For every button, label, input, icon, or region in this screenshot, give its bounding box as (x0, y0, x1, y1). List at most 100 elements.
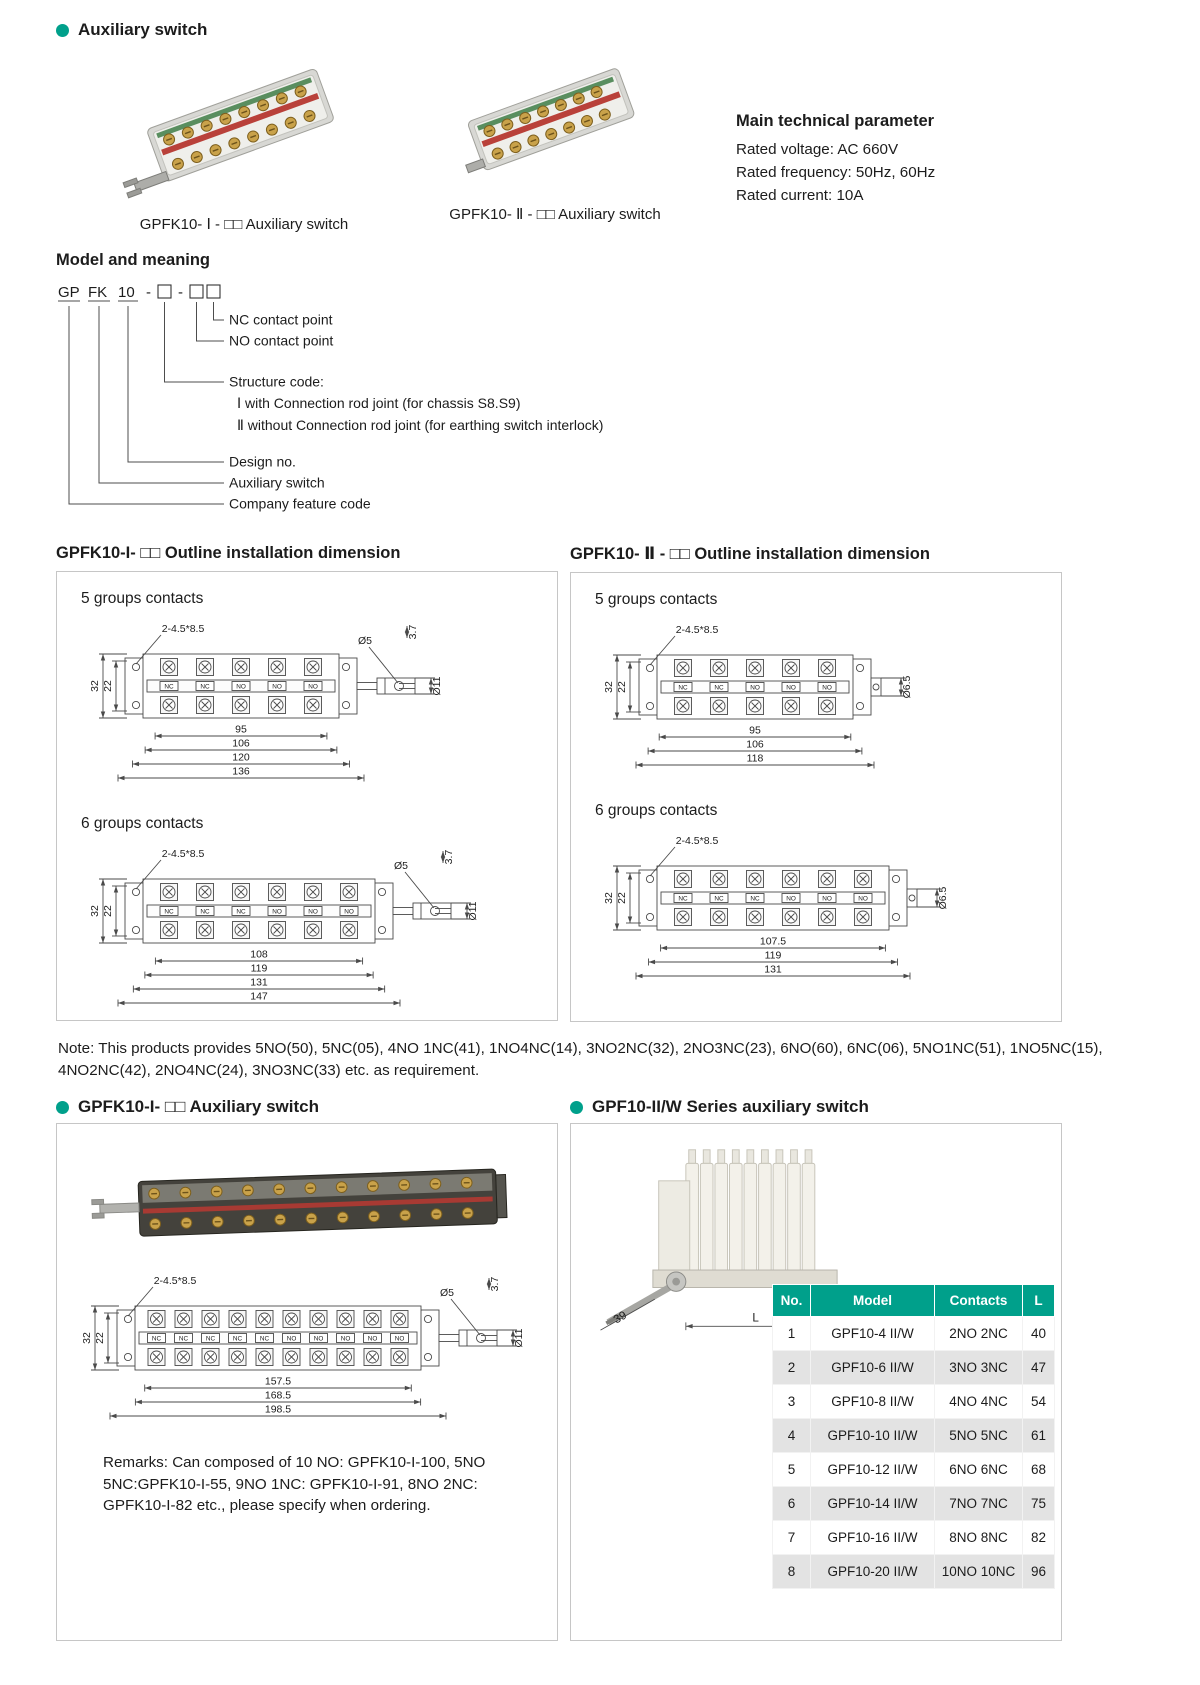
dim-label: NO (287, 1336, 297, 1343)
dim-label: Ø11 (467, 901, 479, 920)
dim-label-39: 39 (611, 1309, 629, 1327)
dim-label: 22 (102, 680, 114, 692)
dim-label: NC (164, 683, 174, 690)
col-header-contacts: Contacts (934, 1284, 1023, 1318)
cell-l: 47 (1022, 1350, 1055, 1386)
code-box-nc (206, 284, 221, 299)
cell-no: 6 (772, 1486, 811, 1522)
note-text: Note: This products provides 5NO(50), 5N… (58, 1040, 1103, 1079)
cell-no: 5 (772, 1452, 811, 1488)
tech-line-voltage: Rated voltage: AC 660V (736, 141, 899, 158)
tech-title: Main technical parameter (736, 112, 935, 130)
dim-label: Ø6.5 (937, 886, 949, 909)
dim-label: 131 (764, 964, 782, 976)
dim-label: 119 (251, 963, 268, 975)
cell-no: 8 (772, 1554, 811, 1590)
outline-sections: GPFK10-I- □□ Outline installation dimens… (56, 526, 1160, 1022)
dim-label: 107.5 (760, 936, 786, 948)
dim-label: 2-4.5*8.5 (676, 624, 719, 636)
dim-label: Ø6.5 (901, 675, 913, 698)
table-header-row: No. Model Contacts L (772, 1284, 1055, 1318)
outline-ii-5groups-label: 5 groups contacts (595, 591, 718, 608)
cell-contacts: 5NO 5NC (934, 1418, 1023, 1454)
teal-bullet-icon (56, 1100, 69, 1114)
dim-label: 22 (616, 892, 628, 904)
bottom-right-heading: GPF10-II/W Series auxiliary switch (570, 1097, 1062, 1117)
dim-label: Ø5 (440, 1287, 454, 1299)
label-nc-contact: NC contact point (229, 312, 333, 328)
outline-section-ii: GPFK10- Ⅱ - □□ Outline installation dime… (570, 526, 1062, 1022)
tech-line-frequency: Rated frequency: 50Hz, 60Hz (736, 163, 936, 181)
dim-label: 106 (232, 738, 250, 750)
dim-label: 32 (603, 892, 615, 904)
cell-contacts: 7NO 7NC (934, 1486, 1023, 1522)
cell-contacts: 2NO 2NC (934, 1316, 1023, 1352)
code-dash-1: - (146, 284, 151, 301)
label-aux-switch: Auxiliary switch (229, 475, 325, 491)
dim-label: NC (236, 908, 246, 915)
model-code-diagram: GP FK 10 - - NC contact point NO contact… (58, 284, 603, 512)
dim-label: 136 (232, 766, 250, 778)
cell-contacts: 3NO 3NC (934, 1350, 1023, 1386)
product-photo-gpfk10-i (122, 68, 334, 199)
dim-label: 3.7 (407, 625, 419, 640)
cell-no: 4 (772, 1418, 811, 1454)
label-design-no: Design no. (229, 454, 296, 470)
caption-gpfk10-ii: GPFK10- Ⅱ - □□ Auxiliary switch (449, 206, 661, 223)
cell-model: GPF10-4 II/W (810, 1316, 935, 1352)
model-tree: NC contact point NO contact point Struct… (68, 302, 603, 512)
caption-gpfk10-i: GPFK10- Ⅰ - □□ Auxiliary switch (139, 216, 349, 233)
dim-label: NO (822, 684, 832, 691)
code-box-structure (157, 284, 172, 299)
code-box-no (189, 284, 204, 299)
bottom-left-section: GPFK10-I- □□ Auxiliary switch (56, 1091, 558, 1642)
dim-label: 2-4.5*8.5 (676, 835, 719, 847)
outline-i-5groups-label: 5 groups contacts (81, 590, 204, 607)
label-structure-i: Ⅰ with Connection rod joint (for chassis… (237, 395, 520, 411)
cell-l: 61 (1022, 1418, 1055, 1454)
dim-label: NO (272, 683, 282, 690)
dim-label: 95 (235, 724, 247, 736)
cell-contacts: 10NO 10NC (934, 1554, 1023, 1590)
product-photo-gpfk10-i-long (91, 1168, 508, 1237)
cell-model: GPF10-20 II/W (810, 1554, 935, 1590)
tech-line-current: Rated current: 10A (736, 186, 864, 204)
dim-label: NC (233, 1336, 243, 1343)
dim-label: 95 (749, 725, 761, 737)
outline-ii-6groups-label: 6 groups contacts (595, 802, 718, 819)
dim-label: NC (714, 895, 724, 902)
dim-label: NC (164, 908, 174, 915)
dim-label: NO (750, 684, 760, 691)
dim-label: 118 (747, 753, 764, 765)
dim-label: NC (678, 895, 688, 902)
cell-l: 96 (1022, 1554, 1055, 1590)
dim-label: NO (272, 908, 282, 915)
dim-label: NO (314, 1336, 324, 1343)
dim-label: NC (206, 1336, 216, 1343)
dim-label: NC (678, 684, 688, 691)
dim-label: NC (750, 895, 760, 902)
dim-label: 168.5 (265, 1390, 291, 1402)
dim-label: NC (152, 1336, 162, 1343)
dim-label: NC (714, 684, 724, 691)
cell-model: GPF10-10 II/W (810, 1418, 935, 1454)
dim-label: NO (368, 1336, 378, 1343)
dim-label: Ø5 (358, 635, 372, 647)
dim-label: 32 (89, 905, 101, 917)
dim-label: 120 (232, 752, 250, 764)
dim-label: 147 (250, 991, 268, 1003)
dim-label: NO (308, 683, 318, 690)
dim-label: NO (822, 895, 832, 902)
dim-label: NO (786, 684, 796, 691)
dim-label: 157.5 (265, 1376, 291, 1388)
code-aux: FK (88, 284, 107, 301)
dim-label: Ø11 (513, 1328, 525, 1347)
